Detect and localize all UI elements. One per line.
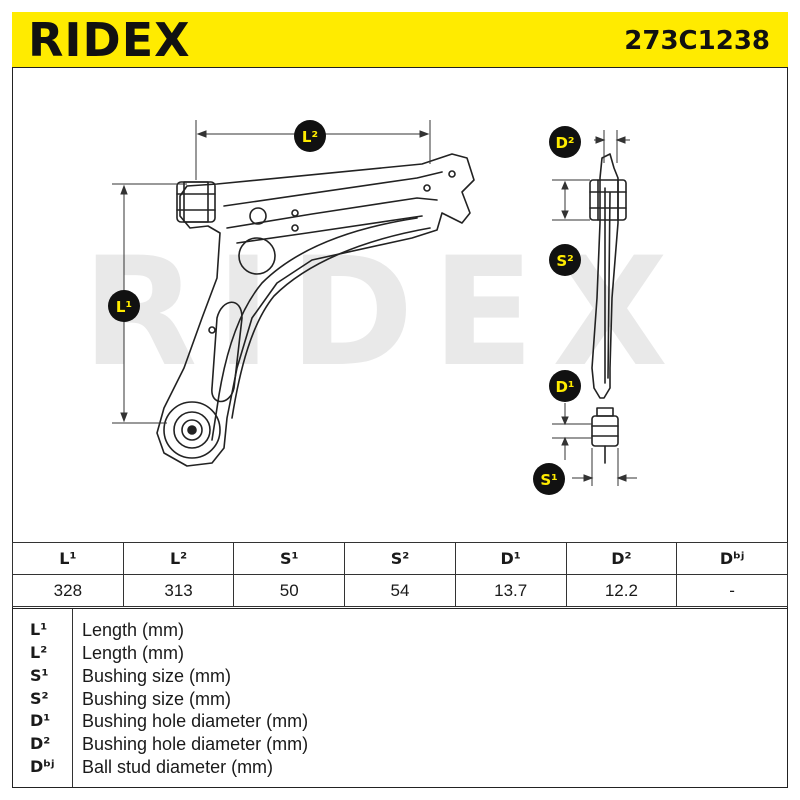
arm-rib-curve-2 [231, 227, 431, 419]
arm-rib-lower [236, 215, 423, 244]
header-bar: RIDEX 273C1238 [12, 12, 788, 68]
arm-rib-curve [211, 217, 418, 441]
arm-rivet [448, 170, 456, 178]
arm-rivet [291, 209, 299, 217]
specs-header-cell: S² [344, 542, 456, 575]
badge-l2-label: L² [302, 128, 318, 146]
legend-description: Bushing size (mm) [82, 666, 232, 686]
badge-l1: L¹ [108, 290, 140, 322]
legend-symbol: L² [30, 643, 48, 662]
ball-joint-mid [173, 411, 211, 449]
legend-row: S¹ Bushing size (mm) [12, 665, 788, 688]
arm-slot [211, 301, 243, 403]
legend-row: L¹ Length (mm) [12, 619, 788, 642]
legend-symbol: D¹ [30, 711, 51, 730]
ball-joint-inner [181, 419, 203, 441]
legend-row: S² Bushing size (mm) [12, 688, 788, 711]
front-bushing-inner [183, 181, 209, 223]
part-number: 273C1238 [624, 26, 770, 56]
badge-d2: D² [549, 126, 581, 158]
specs-header-cell: D¹ [454, 542, 567, 575]
specs-value-row: 328 313 50 54 13.7 12.2 - [12, 574, 788, 607]
legend-divider [72, 609, 73, 787]
badge-s2-label: S² [556, 252, 573, 270]
control-arm-outline [156, 153, 475, 467]
legend-description: Ball stud diameter (mm) [82, 757, 274, 777]
specs-header-cell: L² [122, 542, 235, 575]
control-arm-drawing: L² L¹ D² S² D¹ S¹ [108, 120, 637, 495]
legend-description: Bushing hole diameter (mm) [82, 734, 309, 754]
specs-value-cell: 313 [122, 574, 235, 607]
badge-d1-label: D¹ [555, 378, 574, 396]
badge-s1: S¹ [533, 463, 565, 495]
specs-value-cell: 50 [233, 574, 346, 607]
arm-rivet [291, 224, 299, 232]
legend-symbol: Dᵇʲ [30, 757, 55, 776]
arm-hole-small [249, 207, 267, 225]
legend-symbol: D² [30, 734, 51, 753]
legend-description: Bushing size (mm) [82, 689, 232, 709]
side-bushing-bottom [591, 415, 619, 447]
badge-d2-label: D² [555, 134, 574, 152]
arm-hole-large [238, 237, 276, 275]
specs-value-cell: 328 [12, 574, 124, 607]
specs-value-cell: 13.7 [454, 574, 567, 607]
specs-header-cell: L¹ [12, 542, 124, 575]
front-bushing [176, 181, 216, 223]
brand-logo: RIDEX [28, 13, 191, 67]
ball-joint-outer [163, 401, 221, 459]
arm-rivet [208, 326, 216, 334]
side-bushing-top [589, 179, 627, 221]
legend: L¹ Length (mm) L² Length (mm) S¹ Bushing… [12, 608, 788, 788]
technical-drawing: RIDEX [12, 68, 788, 542]
arm-rib-inner [226, 197, 438, 229]
side-profile-outline [591, 153, 619, 399]
arm-rib-upper [223, 171, 443, 207]
specs-header-row: L¹ L² S¹ S² D¹ D² Dᵇʲ [12, 542, 788, 575]
badge-s2: S² [549, 244, 581, 276]
legend-row: L² Length (mm) [12, 642, 788, 665]
badge-l2: L² [294, 120, 326, 152]
legend-symbol: L¹ [30, 620, 48, 639]
legend-description: Length (mm) [82, 620, 185, 640]
specs-value-cell: 54 [344, 574, 456, 607]
legend-description: Length (mm) [82, 643, 185, 663]
specs-header-cell: D² [565, 542, 678, 575]
specs-header-cell: S¹ [233, 542, 346, 575]
specs-value-cell: - [676, 574, 788, 607]
legend-description: Bushing hole diameter (mm) [82, 711, 309, 731]
legend-row: Dᵇʲ Ball stud diameter (mm) [12, 756, 788, 779]
specs-header-cell: Dᵇʲ [676, 542, 788, 575]
legend-row: D¹ Bushing hole diameter (mm) [12, 710, 788, 733]
badge-d1: D¹ [549, 370, 581, 402]
legend-row: D² Bushing hole diameter (mm) [12, 733, 788, 756]
badge-s1-label: S¹ [540, 471, 557, 489]
legend-symbol: S¹ [30, 666, 49, 685]
specs-value-cell: 12.2 [565, 574, 678, 607]
specs-table: L¹ L² S¹ S² D¹ D² Dᵇʲ 328 313 50 54 13.7… [12, 542, 788, 607]
arm-rivet [423, 184, 431, 192]
legend-symbol: S² [30, 689, 49, 708]
badge-l1-label: L¹ [116, 298, 132, 316]
